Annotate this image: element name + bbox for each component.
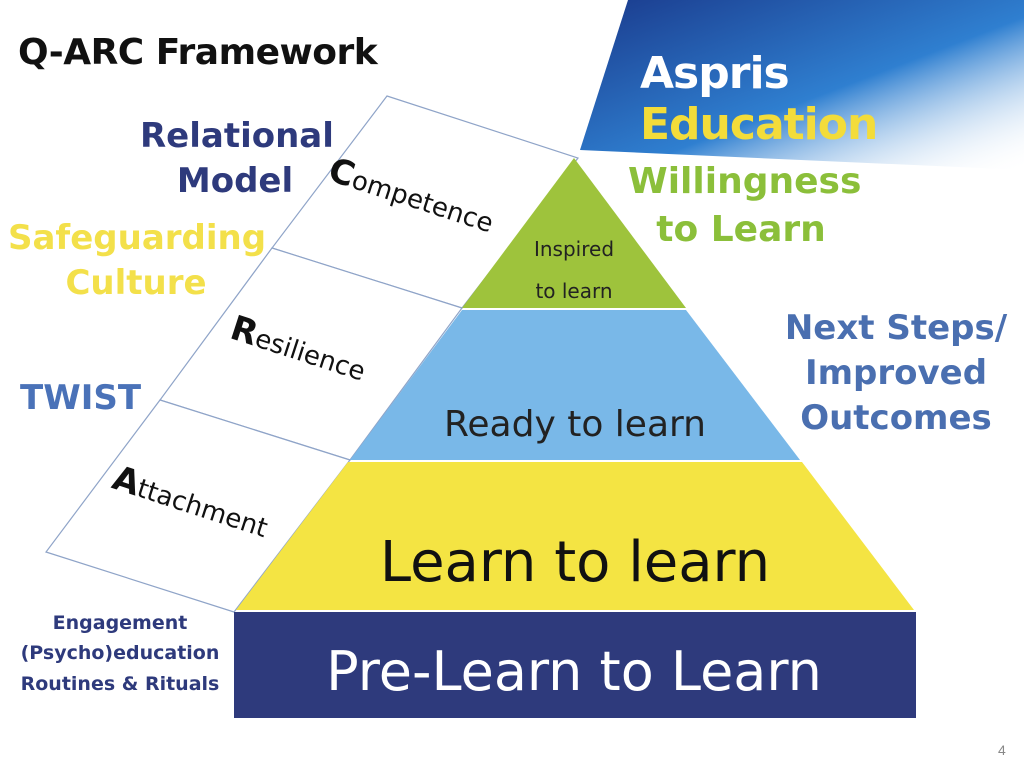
- twist-label: TWIST: [20, 378, 142, 418]
- engagement-line-3: Routines & Rituals: [20, 672, 220, 695]
- relational-model-label: Relational Model: [140, 114, 334, 204]
- engagement-label: Engagement (Psycho)education Routines & …: [10, 608, 230, 699]
- relational-line-1: Relational: [140, 116, 334, 156]
- pyramid-base: [234, 612, 916, 718]
- logo-word-education: Education: [640, 99, 878, 150]
- engagement-line-1: Engagement: [52, 612, 188, 634]
- willingness-label: Willingness to Learn: [628, 158, 862, 253]
- pyramid-base-label: Pre-Learn to Learn: [326, 640, 822, 703]
- next-steps-label: Next Steps/ Improved Outcomes: [782, 306, 1010, 441]
- pyramid-top: [462, 158, 686, 308]
- header-banner: [580, 0, 1024, 170]
- inspired-line-2: to learn: [535, 279, 613, 303]
- page-title: Q-ARC Framework: [18, 32, 378, 73]
- pyramid-lower-label: Learn to learn: [379, 530, 771, 595]
- safeguarding-line-1: Safeguarding: [8, 218, 267, 258]
- willingness-line-2: to Learn: [656, 208, 826, 250]
- logo-word-aspris: Aspris: [640, 48, 790, 99]
- pyramid-top-label: Inspired to learn: [518, 228, 630, 312]
- pyramid-middle: [350, 310, 800, 460]
- next-line-3: Outcomes: [800, 397, 992, 438]
- safeguarding-line-2: Culture: [65, 262, 207, 303]
- page-number: 4: [998, 742, 1006, 758]
- relational-line-2: Model: [176, 160, 294, 201]
- engagement-line-2: (Psycho)education: [20, 642, 220, 665]
- next-line-1: Next Steps/: [784, 308, 1008, 348]
- pyramid-middle-label: Ready to learn: [444, 404, 706, 445]
- aspris-logo: Aspris Education: [640, 48, 1024, 150]
- inspired-line-1: Inspired: [533, 237, 615, 261]
- next-line-2: Improved: [804, 352, 988, 393]
- pyramid-lower: [236, 462, 914, 610]
- staircase: [45, 95, 579, 613]
- willingness-line-1: Willingness: [628, 161, 862, 202]
- safeguarding-culture-label: Safeguarding Culture: [8, 216, 267, 306]
